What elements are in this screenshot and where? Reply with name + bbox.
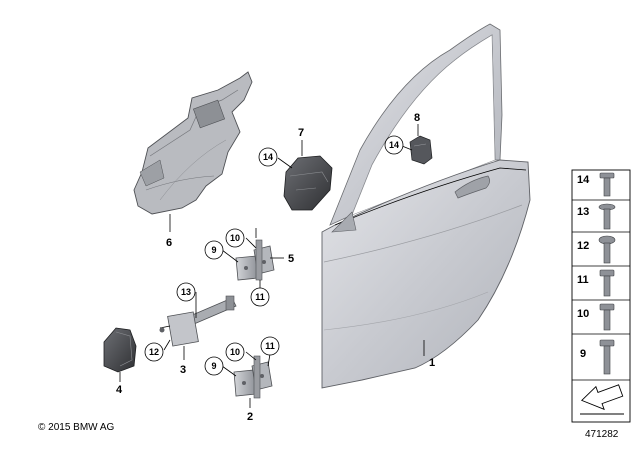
svg-text:11: 11 — [265, 341, 275, 351]
door-shell — [321, 23, 531, 389]
callout-trim-bracket: 8 — [414, 112, 420, 124]
door-check-strap — [159, 295, 237, 347]
circled-ref-14-trim: 14 — [384, 135, 404, 155]
circled-ref-11-upper: 11 — [250, 287, 270, 307]
svg-text:14: 14 — [263, 152, 273, 162]
insulation-sheet — [133, 71, 253, 215]
svg-text:9: 9 — [211, 361, 216, 371]
arrow-icon — [580, 384, 624, 415]
legend-label-14: 14 — [577, 174, 590, 186]
trim-bracket — [409, 135, 433, 165]
lower-hinge — [233, 355, 273, 399]
legend-label-12: 12 — [577, 240, 589, 252]
circled-ref-14-mirror: 14 — [258, 147, 278, 167]
rubber-buffer — [103, 327, 137, 373]
svg-text:11: 11 — [255, 292, 265, 302]
callout-buffer: 4 — [116, 384, 123, 396]
svg-text:14: 14 — [389, 140, 399, 150]
circled-ref-11-lower: 11 — [260, 336, 280, 356]
mirror-bracket — [283, 155, 333, 211]
svg-text:9: 9 — [211, 245, 216, 255]
diagram-number: 471282 — [585, 429, 619, 440]
circled-ref-10-lower: 10 — [225, 342, 245, 362]
callout-insulation: 6 — [166, 237, 172, 249]
circled-ref-9-lower: 9 — [204, 356, 224, 376]
callout-door-check: 3 — [180, 364, 186, 376]
upper-hinge — [235, 239, 275, 281]
copyright-text: © 2015 BMW AG — [38, 422, 115, 433]
circled-ref-12-check: 12 — [144, 342, 164, 362]
legend-label-10: 10 — [577, 308, 589, 320]
callout-mirror-bracket: 7 — [298, 127, 304, 139]
circled-ref-9-upper: 9 — [204, 240, 224, 260]
legend-label-11: 11 — [577, 274, 589, 286]
callout-upper-hinge: 5 — [288, 253, 294, 265]
legend-label-13: 13 — [577, 206, 589, 218]
circled-ref-13-check: 13 — [176, 282, 196, 302]
svg-text:10: 10 — [230, 233, 240, 243]
callout-door: 1 — [429, 357, 435, 369]
bolt-icon — [598, 172, 616, 375]
legend-label-9: 9 — [580, 348, 586, 360]
callout-lower-hinge: 2 — [247, 411, 253, 423]
svg-text:12: 12 — [149, 347, 159, 357]
circled-ref-10-upper: 10 — [225, 228, 245, 248]
svg-text:10: 10 — [230, 347, 240, 357]
svg-text:13: 13 — [181, 287, 191, 297]
fastener-legend: 14 13 12 11 10 9 — [571, 169, 631, 423]
